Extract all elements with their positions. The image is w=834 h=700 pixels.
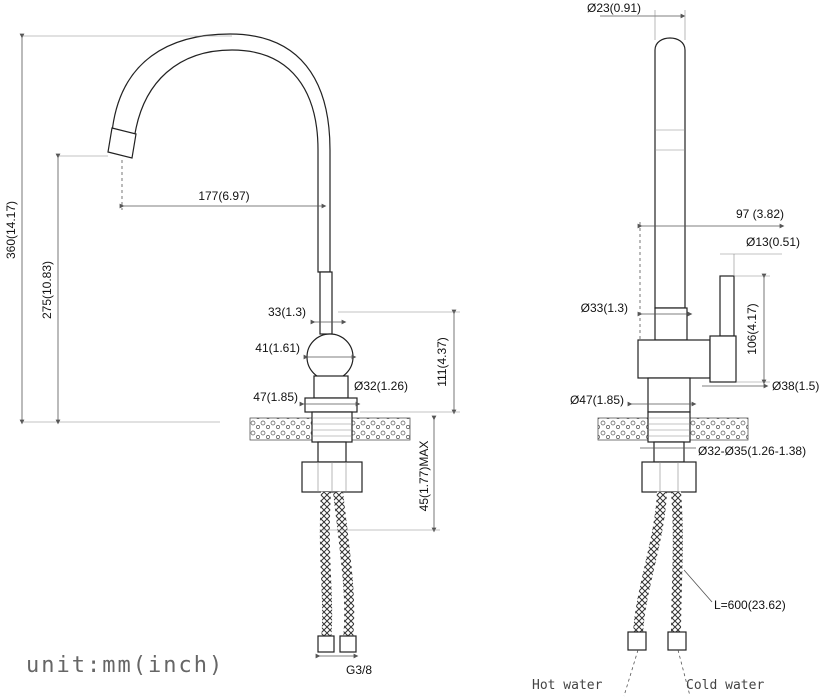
base-width-label: 47(1.85) <box>253 390 298 404</box>
threaded-shank <box>311 411 353 443</box>
base-plate <box>304 397 358 413</box>
front-body <box>637 339 711 379</box>
hose-length-label: L=600(23.62) <box>714 598 786 612</box>
aerator <box>107 127 137 159</box>
body-neck <box>313 375 349 399</box>
handle-base <box>709 335 737 383</box>
left-side-view: 360(14.17) 275(10.83) 177(6.97) 33(1.3) … <box>4 33 460 677</box>
lever-handle <box>319 271 333 335</box>
hot-fitting <box>627 631 647 651</box>
front-base <box>647 377 691 413</box>
spout-height-label: 275(10.83) <box>40 261 54 319</box>
hose-right <box>333 491 355 641</box>
front-view: Ø23(0.91) 97 (3.82) Ø13(0.51) Ø33(1.3) 1… <box>532 1 819 697</box>
side-handle <box>719 275 735 337</box>
lever-width-label: 33(1.3) <box>268 305 306 319</box>
hose-left <box>319 491 333 641</box>
body-height-label: 111(4.37) <box>435 337 449 387</box>
hot-hose <box>633 491 667 635</box>
max-deck-label: 45(1.77)MAX <box>417 441 431 512</box>
body-width-label: 41(1.61) <box>255 341 300 355</box>
hole-range-label: Ø32-Ø35(1.26-1.38) <box>698 444 806 458</box>
body-diameter-label: Ø32(1.26) <box>354 379 408 393</box>
hose-fitting-right <box>339 635 357 653</box>
handle-offset-label: 97 (3.82) <box>736 207 784 221</box>
hose-fitting-left <box>317 635 335 653</box>
base-diameter-label: Ø47(1.85) <box>570 393 624 407</box>
front-shank <box>647 411 691 443</box>
handle-diameter-label: Ø13(0.51) <box>746 235 800 249</box>
neck-diameter-label: Ø33(1.3) <box>581 301 628 315</box>
front-nut-neck <box>653 441 685 463</box>
handle-height-label: 106(4.17) <box>745 303 759 354</box>
total-height-label: 360(14.17) <box>4 201 18 259</box>
spout-diameter-label: Ø23(0.91) <box>587 1 641 15</box>
cold-water-label: Cold water <box>686 678 764 693</box>
spout-tube <box>111 33 331 273</box>
thread-label: G3/8 <box>346 663 372 677</box>
handle-base-label: Ø38(1.5) <box>772 379 819 393</box>
front-mounting-nut <box>641 461 697 493</box>
spout-column <box>654 37 686 309</box>
unit-label: unit:mm(inch) <box>26 653 224 678</box>
cold-hose <box>671 491 683 635</box>
nut-neck <box>317 441 347 463</box>
reach-label: 177(6.97) <box>198 189 249 203</box>
hot-water-label: Hot water <box>532 678 603 693</box>
neck <box>654 307 688 341</box>
cold-fitting <box>667 631 687 651</box>
